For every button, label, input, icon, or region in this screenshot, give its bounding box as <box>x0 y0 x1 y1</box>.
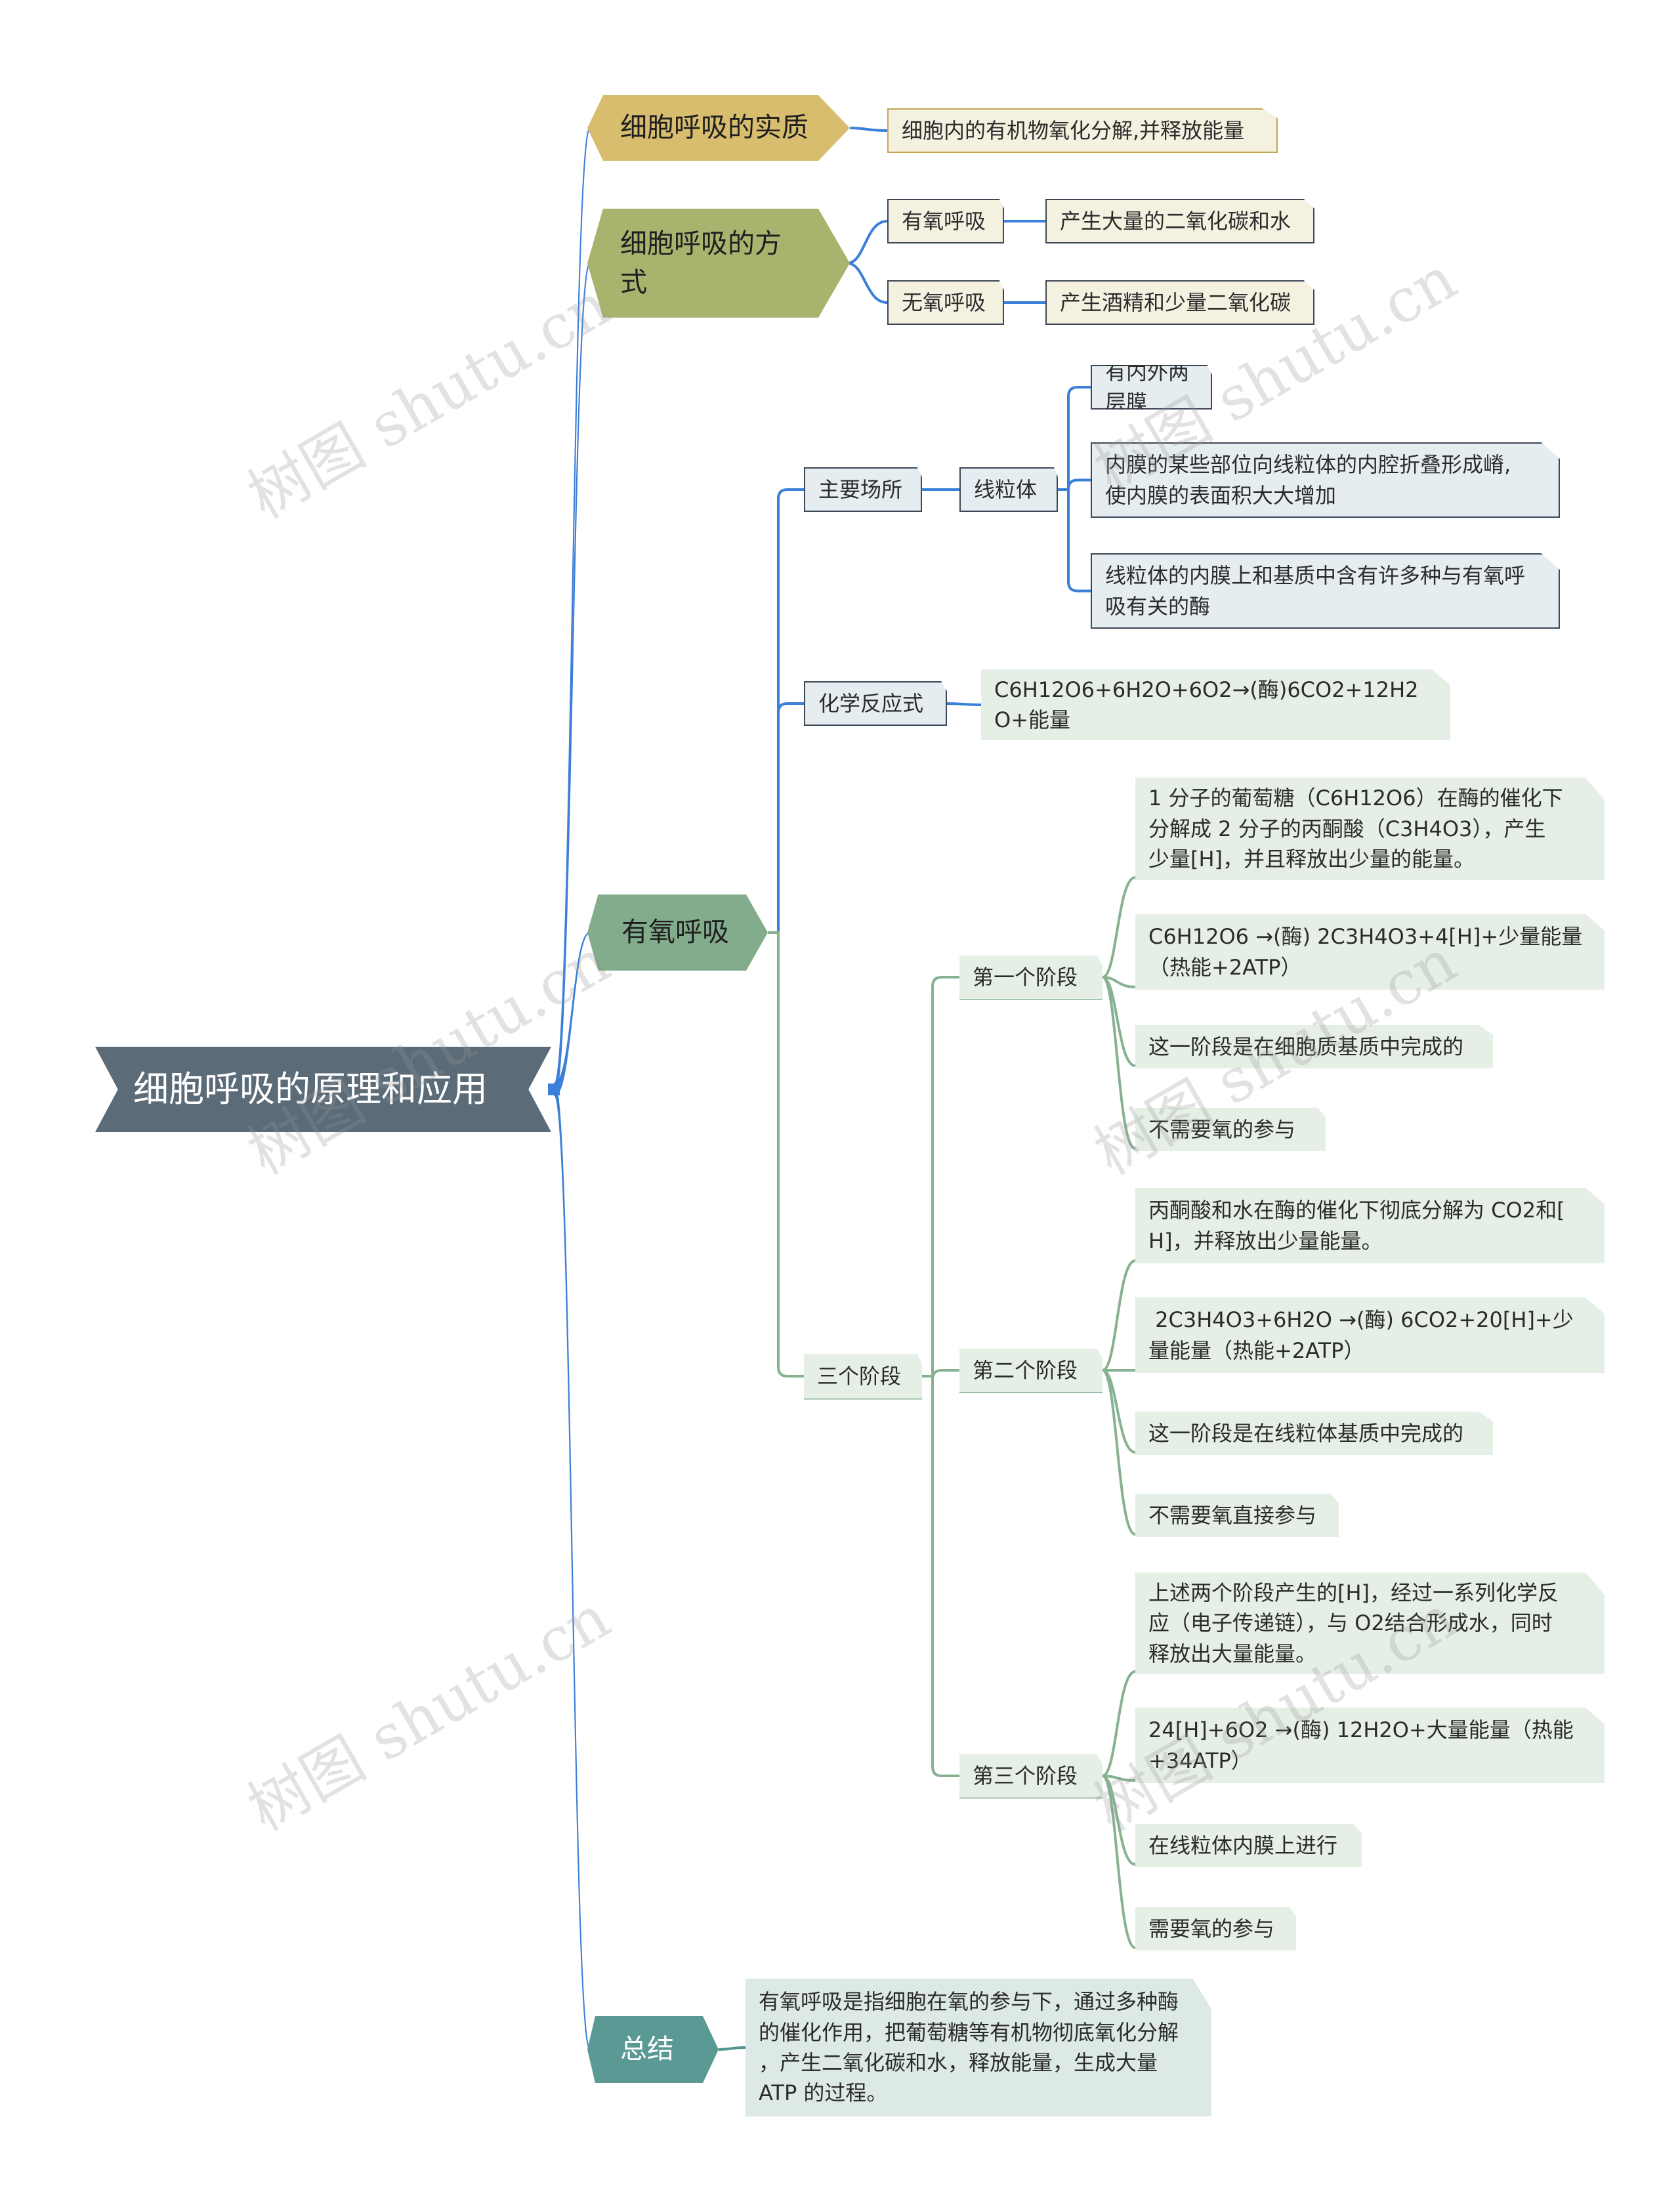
mode-anaerobic[interactable]: 无氧呼吸 <box>887 280 1004 325</box>
root-hub <box>548 1083 560 1095</box>
stage-detail-text: 在线粒体内膜上进行 <box>1148 1832 1338 1858</box>
stage-detail[interactable]: 在线粒体内膜上进行 <box>1135 1824 1362 1867</box>
site-node[interactable]: 主要场所 <box>804 467 922 512</box>
stage-label: 第一个阶段 <box>973 964 1078 990</box>
mito-feature-line <box>1058 488 1091 593</box>
stage-detail-text: 1 分子的葡萄糖（C6H12O6）在酶的催化下 分解成 2 分子的丙酮酸（C3H… <box>1148 786 1563 872</box>
stage-detail-line <box>1101 1369 1136 1536</box>
stage-detail[interactable]: 这一阶段是在线粒体基质中完成的 <box>1135 1412 1493 1455</box>
stage-detail-text: 不需要氧的参与 <box>1148 1116 1296 1142</box>
stage-node[interactable]: 第一个阶段 <box>959 956 1102 999</box>
equation-formula[interactable]: C6H12O6+6H2O+6O2→(酶)6CO2+12H2 O+能量 <box>981 669 1450 740</box>
essence-detail[interactable]: 细胞内的有机物氧化分解,并释放能量 <box>887 108 1278 153</box>
mito-feature[interactable]: 内膜的某些部位向线粒体的内腔折叠形成嵴, 使内膜的表面积大大增加 <box>1091 442 1560 518</box>
branch-aerobic-label: 有氧呼吸 <box>621 916 729 948</box>
mode-aerobic[interactable]: 有氧呼吸 <box>887 199 1004 243</box>
stages-label: 三个阶段 <box>817 1363 902 1389</box>
stage-detail-text: 2C3H4O3+6H2O →(酶) 6CO2+20[H]+少 量能量（热能+2A… <box>1148 1307 1574 1363</box>
equation-formula-text: C6H12O6+6H2O+6O2→(酶)6CO2+12H2 O+能量 <box>994 677 1419 732</box>
aerobic-site-line <box>768 488 804 934</box>
mito-feature-text: 内膜的某些部位向线粒体的内腔折叠形成嵴, 使内膜的表面积大大增加 <box>1105 452 1511 508</box>
mode-aerobic-label: 有氧呼吸 <box>902 208 986 234</box>
mode-anaerobic-label: 无氧呼吸 <box>902 289 986 315</box>
stage-detail-line <box>1102 876 1136 978</box>
mito-feature-line <box>1058 386 1091 491</box>
mito-feature[interactable]: 线粒体的内膜上和基质中含有许多种与有氧呼 吸有关的酶 <box>1091 553 1560 629</box>
mode-anaerobic-detail[interactable]: 产生酒精和少量二氧化碳 <box>1045 280 1314 325</box>
mitochondria-label: 线粒体 <box>974 476 1038 502</box>
stage-line <box>922 976 959 1378</box>
branch-modes[interactable]: 细胞呼吸的方 式 <box>587 209 850 318</box>
stages-node[interactable]: 三个阶段 <box>804 1354 922 1399</box>
stage-detail-text: 上述两个阶段产生的[H]，经过一系列化学反 应（电子传递链），与 O2结合形成水… <box>1148 1580 1559 1666</box>
stage-detail[interactable]: 2C3H4O3+6H2O →(酶) 6CO2+20[H]+少 量能量（热能+2A… <box>1135 1297 1605 1373</box>
modes-line <box>847 220 888 264</box>
root-branch-line <box>554 263 591 1097</box>
essence-detail-text: 细胞内的有机物氧化分解,并释放能量 <box>902 117 1245 143</box>
stage-node[interactable]: 第三个阶段 <box>959 1754 1102 1798</box>
mode-aerobic-detail-text: 产生大量的二氧化碳和水 <box>1060 208 1292 234</box>
summary-detail[interactable]: 有氧呼吸是指细胞在氧的参与下，通过多种酶 的催化作用，把葡萄糖等有机物彻底氧化分… <box>746 1979 1211 2116</box>
branch-essence[interactable]: 细胞呼吸的实质 <box>587 95 850 161</box>
root-branch-line <box>554 1082 591 2050</box>
stage-detail-text: 丙酮酸和水在酶的催化下彻底分解为 CO2和[ H]，并释放出少量能量。 <box>1148 1198 1565 1253</box>
stage-detail[interactable]: 1 分子的葡萄糖（C6H12O6）在酶的催化下 分解成 2 分子的丙酮酸（C3H… <box>1135 778 1605 880</box>
summary-line <box>718 2046 746 2051</box>
stage-detail-line <box>1101 1775 1136 1949</box>
modes-line <box>847 262 888 304</box>
stage-detail-line <box>1102 1259 1136 1372</box>
stage-detail[interactable]: 这一阶段是在细胞质基质中完成的 <box>1135 1025 1493 1068</box>
stage-detail-line <box>1101 976 1136 1150</box>
stage-node[interactable]: 第二个阶段 <box>959 1349 1102 1392</box>
stage-detail[interactable]: 需要氧的参与 <box>1135 1907 1296 1950</box>
stage-label: 第三个阶段 <box>973 1763 1078 1788</box>
stage-label: 第二个阶段 <box>973 1357 1078 1383</box>
stage-detail-text: 这一阶段是在线粒体基质中完成的 <box>1148 1420 1464 1446</box>
equation-label: 化学反应式 <box>818 690 924 716</box>
branch-summary-label: 总结 <box>620 2033 674 2065</box>
stage-detail-line <box>1102 1369 1136 1454</box>
mito-feature[interactable]: 有内外两层膜 <box>1091 365 1212 410</box>
stage-detail[interactable]: 不需要氧的参与 <box>1135 1108 1326 1151</box>
mode-aerobic-detail[interactable]: 产生大量的二氧化碳和水 <box>1045 199 1314 243</box>
summary-detail-text: 有氧呼吸是指细胞在氧的参与下，通过多种酶 的催化作用，把葡萄糖等有机物彻底氧化分… <box>759 1989 1179 2106</box>
aerobic-stages-line <box>768 931 804 1378</box>
branch-aerobic[interactable]: 有氧呼吸 <box>587 894 768 971</box>
stage-detail[interactable]: C6H12O6 →(酶) 2C3H4O3+4[H]+少量能量 （热能+2ATP） <box>1135 914 1605 990</box>
stage-detail[interactable]: 丙酮酸和水在酶的催化下彻底分解为 CO2和[ H]，并释放出少量能量。 <box>1135 1188 1605 1263</box>
branch-summary[interactable]: 总结 <box>587 2016 719 2083</box>
stage-detail[interactable]: 不需要氧直接参与 <box>1135 1494 1339 1537</box>
stage-detail-text: 需要氧的参与 <box>1148 1916 1275 1941</box>
root-branch-line <box>554 127 591 1097</box>
stage-detail-text: 不需要氧直接参与 <box>1148 1502 1317 1528</box>
branch-modes-label: 细胞呼吸的方 式 <box>620 227 782 298</box>
mito-feature-text: 线粒体的内膜上和基质中含有许多种与有氧呼 吸有关的酶 <box>1105 563 1526 619</box>
mitochondria-node[interactable]: 线粒体 <box>959 467 1058 512</box>
stage-detail-line <box>1102 1670 1136 1777</box>
equation-node[interactable]: 化学反应式 <box>804 681 947 726</box>
stage-line <box>922 1375 959 1777</box>
stage-detail[interactable]: 上述两个阶段产生的[H]，经过一系列化学反 应（电子传递链），与 O2结合形成水… <box>1135 1572 1605 1674</box>
stage-detail-line <box>1102 976 1136 1067</box>
stage-detail-text: 这一阶段是在细胞质基质中完成的 <box>1148 1034 1464 1059</box>
site-label: 主要场所 <box>818 476 903 502</box>
stage-detail-text: C6H12O6 →(酶) 2C3H4O3+4[H]+少量能量 （热能+2ATP） <box>1148 924 1583 980</box>
mito-feature-line <box>1058 478 1091 491</box>
root-topic[interactable]: 细胞呼吸的原理和应用 <box>95 1047 551 1132</box>
stage-detail-line <box>1102 1775 1136 1866</box>
essence-line <box>849 127 888 132</box>
mode-anaerobic-detail-text: 产生酒精和少量二氧化碳 <box>1060 289 1292 315</box>
stage-detail[interactable]: 24[H]+6O2 →(酶) 12H2O+大量能量（热能 +34ATP） <box>1135 1708 1605 1783</box>
stage-detail-text: 24[H]+6O2 →(酶) 12H2O+大量能量（热能 +34ATP） <box>1148 1717 1574 1773</box>
mito-feature-text: 有内外两层膜 <box>1105 359 1190 415</box>
aerobic-eq-line <box>768 702 804 934</box>
root-topic-label: 细胞呼吸的原理和应用 <box>133 1068 488 1110</box>
eq-formula-line <box>946 702 982 706</box>
branch-essence-label: 细胞呼吸的实质 <box>620 112 808 144</box>
